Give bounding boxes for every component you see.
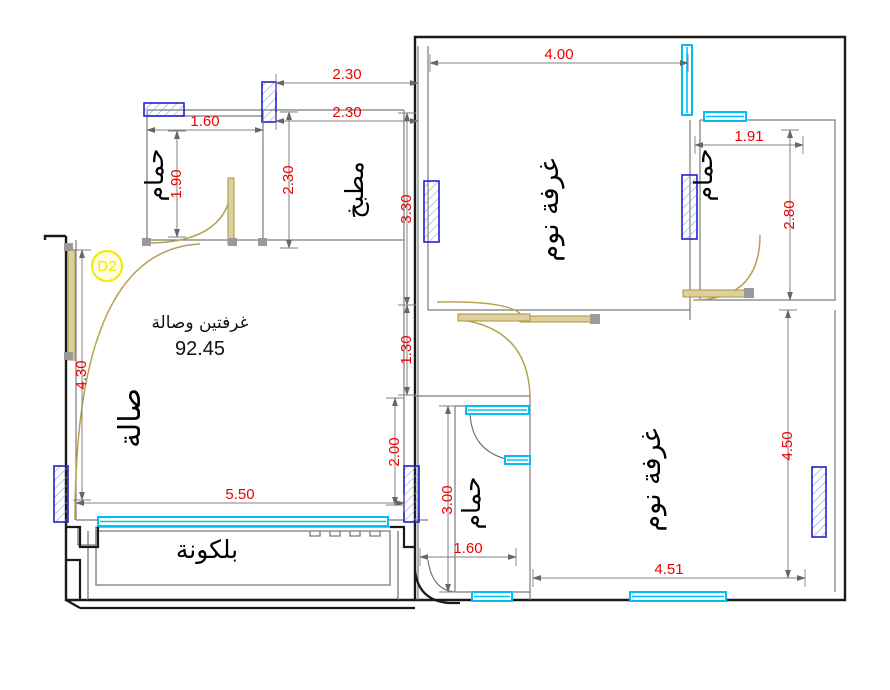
- win-bath3-bottom: [471, 591, 513, 602]
- dimension-value: 4.30: [73, 360, 90, 389]
- dimension-dim-3-30: 3.30: [398, 112, 416, 306]
- dimension-dim-2-30-upper: 2.30: [275, 66, 419, 92]
- door-hall-left: [53, 465, 69, 523]
- room-label-bath1: حمام: [140, 148, 169, 201]
- dimension-dim-2-30-lower: 2.30: [275, 104, 419, 130]
- dimension-dim-1-90: 1.90: [168, 130, 186, 238]
- dimension-dim-4-30: 4.30: [73, 249, 91, 501]
- dimension-value: 1.30: [398, 335, 415, 364]
- win-bed1-right: [681, 44, 693, 116]
- room-label-kitchen: مطبخ: [340, 161, 370, 219]
- dimension-dim-2-00: 2.00: [386, 397, 404, 506]
- room-label-bath2: حمام: [689, 148, 718, 201]
- dimension-value: 2.80: [781, 200, 798, 229]
- door-kitchen-top: [261, 81, 277, 123]
- room-labels-layer: صالة حمام مطبخ غرفة نوم حمام حمام غرفة نوم بلكو…: [113, 148, 718, 564]
- door-bedroom2: [811, 466, 827, 538]
- dimension-dim-2-30-vert: 2.30: [280, 111, 298, 249]
- balcony-frame: [65, 525, 415, 610]
- win-bath3-top: [465, 405, 530, 415]
- dimension-value: 2.00: [386, 437, 403, 466]
- dimension-value: 2.30: [332, 66, 361, 83]
- doors-layer: [53, 81, 827, 538]
- win-bath2-top: [703, 111, 747, 122]
- room-label-hall: صالة: [113, 388, 148, 448]
- dimension-dim-5-50: 5.50: [75, 486, 405, 512]
- dimension-value: 3.00: [439, 485, 456, 514]
- dimension-dim-4-00: 4.00: [429, 46, 689, 72]
- win-hall-bottom: [97, 516, 389, 527]
- dimension-value: 1.60: [453, 540, 482, 557]
- dimension-dim-3-00: 3.00: [439, 405, 457, 593]
- dimension-value: 2.30: [332, 104, 361, 121]
- door-kitchen-mid: [423, 180, 440, 243]
- corridor-corner-thin: [427, 559, 456, 593]
- dimension-value: 4.51: [654, 561, 683, 578]
- dimension-value: 5.50: [225, 486, 254, 503]
- corridor-corner: [413, 569, 460, 605]
- dimension-dim-2-80: 2.80: [781, 129, 799, 301]
- dimension-dim-4-51: 4.51: [532, 561, 806, 587]
- dimension-dim-1-30: 1.30: [398, 304, 416, 396]
- dimensions-layer: 2.30 4.00 2.30 1.60 1.91 1.90 2.30 3.30 2.80 4.30…: [73, 46, 806, 593]
- plan-area-value: 92.45: [175, 338, 225, 360]
- dimension-dim-1-91: 1.91: [694, 128, 804, 154]
- dimension-dim-1-60-bot: 1.60: [419, 540, 517, 566]
- room-label-balcony: بلكونة: [176, 535, 238, 564]
- windows-layer: [97, 44, 747, 602]
- door-hinges: [64, 238, 754, 360]
- room-label-bath3: حمام: [457, 476, 486, 529]
- dimension-value: 1.90: [168, 169, 185, 198]
- dimension-dim-1-60-top: 1.60: [146, 113, 264, 139]
- dimension-value: 4.00: [544, 46, 573, 63]
- dimension-value: 1.60: [190, 113, 219, 130]
- plan-title-ar: غرفتين وصالة: [151, 313, 248, 333]
- win-bath3-mid: [504, 455, 531, 465]
- door-bath1-top: [143, 102, 185, 117]
- dimension-value: 4.50: [779, 431, 796, 460]
- door-hall-right: [403, 465, 420, 523]
- dimension-value: 3.30: [398, 194, 415, 223]
- dimension-value: 2.30: [280, 165, 297, 194]
- tag-label: D2: [97, 258, 116, 275]
- tag-D2[interactable]: D2: [91, 250, 123, 282]
- tags-layer: D2: [91, 250, 123, 282]
- win-bed2-bottom: [629, 591, 727, 602]
- room-label-bedroom2: غرفة نوم: [636, 428, 667, 531]
- room-label-bedroom1: غرفة نوم: [534, 158, 565, 261]
- door-bath2: [681, 174, 698, 240]
- dimension-value: 1.91: [734, 128, 763, 145]
